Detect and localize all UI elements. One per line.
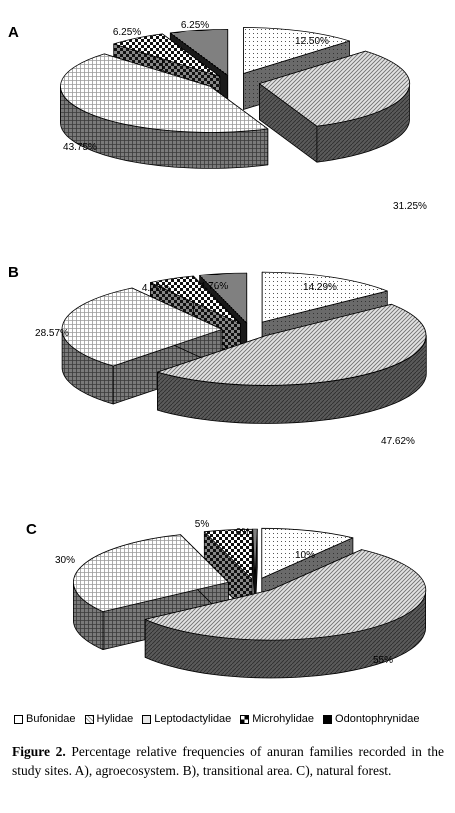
legend-swatch-icon <box>84 714 94 724</box>
pie-slice-leptodactylidae <box>61 287 223 405</box>
pie-chart-a: 12.50% 31.25% 43.75% 6.25% 6.25% <box>60 20 427 212</box>
slice-top-face <box>261 271 388 323</box>
pie-slice-leptodactylidae <box>60 53 269 169</box>
data-label-hylidae: 31.25% <box>393 201 427 212</box>
slice-top-face <box>203 528 253 580</box>
pie-slice-hylidae <box>259 50 410 163</box>
panel-letter-c: C <box>26 521 37 538</box>
chart-legend: Bufonidae Hylidae Leptodactylidae Microh… <box>14 710 444 728</box>
panel-letter-a: A <box>8 24 19 41</box>
pie-slice-hylidae <box>144 549 427 679</box>
legend-item-bufonidae: Bufonidae <box>14 713 76 725</box>
pie-chart-b: 14.29% 47.62% 28.57% 4.76% 4.76% <box>35 271 427 447</box>
data-label-microhylidae: 4.76% <box>142 283 170 294</box>
slice-top-face <box>243 27 350 74</box>
data-label-leptodactylidae: 28.57% <box>35 328 69 339</box>
legend-label: Leptodactylidae <box>154 713 232 725</box>
slice-top-face <box>113 33 221 77</box>
caption-text: Percentage relative frequencies of anura… <box>12 744 444 778</box>
data-label-microhylidae: 5% <box>195 519 210 530</box>
panel-letter-b: B <box>8 264 19 281</box>
legend-label: Microhylidae <box>252 713 315 725</box>
legend-label: Bufonidae <box>26 713 76 725</box>
pie-slice-leptodactylidae <box>73 534 229 650</box>
figure-caption: Figure 2. Percentage relative frequencie… <box>12 742 444 780</box>
data-label-bufonidae: 14.29% <box>303 282 337 293</box>
data-label-odontophrynidae: 6.25% <box>181 20 209 31</box>
slice-top-face <box>60 53 269 133</box>
slice-top-face <box>150 275 241 325</box>
caption-label: Figure 2. <box>12 744 66 759</box>
figure-pie-charts: A 12.50% 31.25% 43.75% 6.25% 6.25% B 14.29% 4… <box>8 20 427 679</box>
legend-swatch-icon <box>240 714 250 724</box>
data-label-odontophrynidae: 4.76% <box>200 281 228 292</box>
slice-top-face <box>144 549 427 641</box>
slice-top-face <box>61 287 223 367</box>
data-label-hylidae: 47.62% <box>381 436 415 447</box>
slice-top-face <box>169 29 229 76</box>
data-label-hylidae: 55% <box>373 655 393 666</box>
slice-top-face <box>73 534 229 612</box>
slice-top-face <box>199 272 248 324</box>
slice-top-face <box>259 50 410 127</box>
legend-item-leptodactylidae: Leptodactylidae <box>142 713 231 725</box>
pie-slice-hylidae <box>157 303 427 424</box>
legend-swatch-icon <box>14 714 23 724</box>
legend-swatch-icon <box>142 714 152 724</box>
slice-top-face <box>157 303 427 386</box>
legend-label: Hylidae <box>96 713 134 725</box>
data-label-leptodactylidae: 43.75% <box>63 142 97 153</box>
pie-chart-c: 10% 55% 30% 5% 0% <box>55 519 427 679</box>
legend-item-microhylidae: Microhylidae <box>240 713 314 725</box>
data-label-microhylidae: 6.25% <box>113 27 141 38</box>
slice-top-face <box>252 528 258 580</box>
legend-label: Odontophrynidae <box>335 713 420 725</box>
data-label-bufonidae: 12.50% <box>295 36 329 47</box>
legend-swatch-icon <box>323 714 333 724</box>
data-label-bufonidae: 10% <box>295 550 315 561</box>
data-label-odontophrynidae: 0% <box>236 527 251 538</box>
legend-item-hylidae: Hylidae <box>84 713 134 725</box>
slice-top-face <box>261 527 354 579</box>
legend-item-odontophrynidae: Odontophrynidae <box>323 713 419 725</box>
data-label-leptodactylidae: 30% <box>55 555 75 566</box>
